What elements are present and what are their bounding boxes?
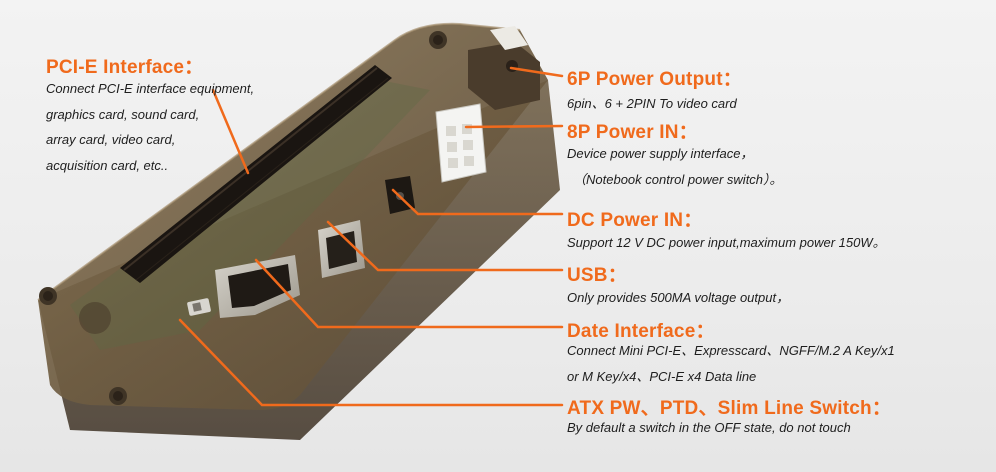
pcie-slot <box>120 65 392 283</box>
leader-line-atx <box>178 318 564 407</box>
8p-desc-line: Device power supply interface， <box>567 146 754 161</box>
pcie-desc-line: Connect PCI-E interface equipment, <box>46 81 255 96</box>
corner-screws <box>39 31 447 405</box>
data-interface-port <box>215 255 300 318</box>
leader-line-8p <box>464 124 564 129</box>
8p-power-in-title: 8P Power IN： <box>567 122 698 143</box>
atx-switch-description: By default a switch in the OFF state, do… <box>567 420 851 435</box>
pcie-interface-title: PCI-E Interface： <box>46 57 204 78</box>
leader-line-dc <box>391 188 564 216</box>
8p-desc-line: （Notebook control power switch）。 <box>573 171 783 187</box>
pcie-interface-description: Connect PCI-E interface equipment, graph… <box>46 76 254 178</box>
pcie-desc-line: array card, video card, <box>46 132 176 147</box>
leader-line-6p <box>509 66 564 78</box>
dc-power-in-title: DC Power IN： <box>567 210 703 231</box>
date-desc-line: or M Key/x4、PCI-E x4 Data line <box>567 368 757 384</box>
8p-power-in-description: Device power supply interface， （Notebook… <box>567 141 783 192</box>
pcie-desc-line: acquisition card, etc.. <box>46 157 169 173</box>
usb-title: USB： <box>567 265 627 286</box>
atx-switch-title: ATX PW、PTD、Slim Line Switch： <box>567 398 892 419</box>
leader-line-date <box>254 258 564 329</box>
slim-line-switch <box>187 298 211 316</box>
leader-lines <box>178 66 564 407</box>
dc-power-in-description: Support 12 V DC power input,maximum powe… <box>567 235 886 250</box>
6p-power-output-title: 6P Power Output： <box>567 69 742 90</box>
usb-description: Only provides 500MA voltage output， <box>567 290 790 305</box>
shell-top <box>37 22 548 411</box>
date-interface-description: Connect Mini PCI-E、Expresscard、NGFF/M.2 … <box>567 338 895 389</box>
leader-line-pcie <box>211 88 250 175</box>
pcie-desc-line: graphics card, sound card, <box>46 106 200 122</box>
6p-power-connector <box>468 26 540 110</box>
pcb-inner <box>70 80 430 350</box>
date-desc-line: Connect Mini PCI-E、Expresscard、NGFF/M.2 … <box>567 343 895 358</box>
6p-power-output-description: 6pin、6 + 2PIN To video card <box>567 96 737 111</box>
usb-port <box>318 220 365 278</box>
leader-line-usb <box>326 220 564 272</box>
date-interface-title: Date Interface： <box>567 321 715 342</box>
8p-power-connector <box>435 103 487 183</box>
